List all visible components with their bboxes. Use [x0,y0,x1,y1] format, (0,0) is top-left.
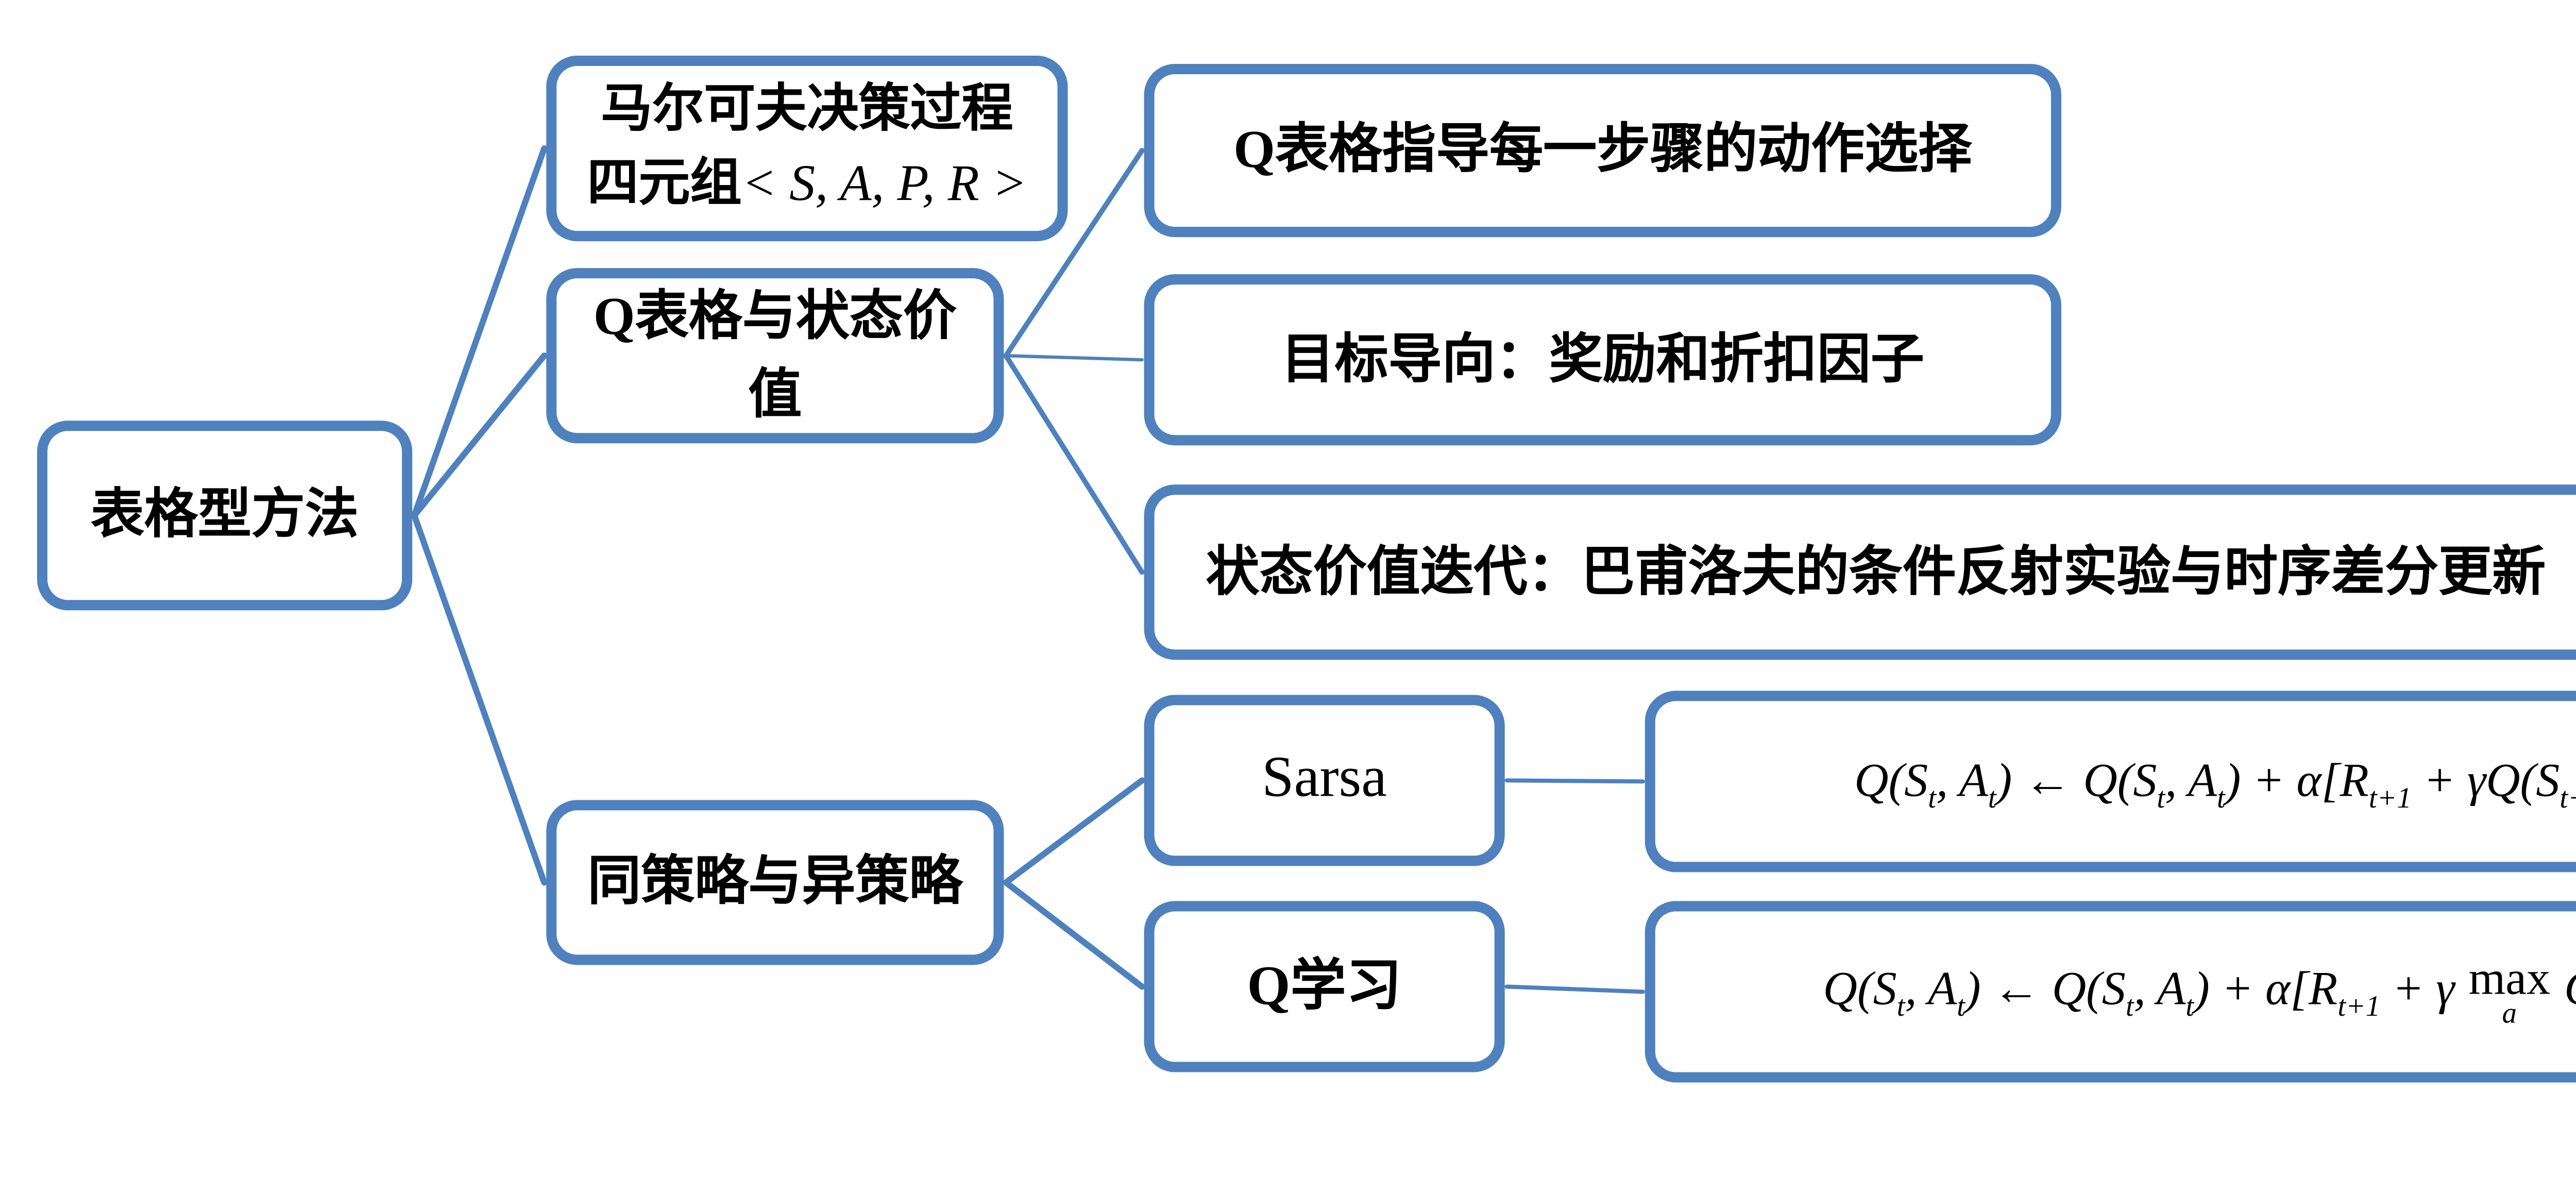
node-policy[interactable]: 同策略与异策略 [546,800,1004,965]
connector-line-qlearn-qlearnF [1504,984,1645,994]
connector-line-sarsa-sarsaF [1504,778,1645,784]
node-mdp[interactable]: 马尔可夫决策过程四元组< S, A, P, R > [546,56,1068,242]
node-r2[interactable]: 目标导向：奖励和折扣因子 [1144,274,2061,446]
label-text-segment: Sarsa [1262,747,1387,811]
node-label: Q表格与状态价值 [577,278,973,433]
connector-line-root-policy [411,512,548,886]
node-label: Q表格指导每一步骤的动作选择 [1233,112,1972,190]
connector-line-root-qtable [411,352,548,519]
label-text-segment: Q表格与状态价值 [593,286,957,424]
label-text-segment: 状态价值迭代：巴甫洛夫的条件反射实验与时序差分更新 [1206,541,2546,601]
label-text-segment: 目标导向：奖励和折扣因子 [1281,329,1924,389]
node-label: 表格型方法 [91,477,359,555]
connector-line-policy-qlearn [1003,879,1145,990]
connector-line-qtable-r1 [1003,148,1145,359]
node-root[interactable]: 表格型方法 [37,421,413,611]
node-qtable[interactable]: Q表格与状态价值 [546,268,1004,444]
node-label: 状态价值迭代：巴甫洛夫的条件反射实验与时序差分更新 [1206,533,2546,611]
connector-line-policy-sarsa [1003,777,1145,886]
connector-line-root-mdp [411,145,548,519]
node-sarsa[interactable]: Sarsa [1144,695,1505,866]
connector-line-qtable-r2 [1004,354,1144,362]
label-text-segment: Q学习 [1247,954,1402,1017]
node-label: Q学习 [1247,946,1402,1027]
node-label: 同策略与异策略 [587,844,962,921]
node-r1[interactable]: Q表格指导每一步骤的动作选择 [1144,64,2061,238]
node-qlearn[interactable]: Q学习 [1144,901,1505,1072]
connector-line-qtable-r3 [1003,353,1145,575]
node-r3[interactable]: 状态价值迭代：巴甫洛夫的条件反射实验与时序差分更新 [1144,484,2576,660]
label-text-segment: 同策略与异策略 [587,852,963,912]
node-label: Q(St, At) ← Q(St, At) + α[Rt+1 + γQ(St+1… [1854,747,2576,816]
label-math-segment: < S, A, P, R > [741,157,1027,213]
label-math-segment: Q(St, At) ← Q(St, At) + α[Rt+1 + γQ(St+1… [1854,755,2576,817]
label-text-segment: Q表格指导每一步骤的动作选择 [1233,120,1972,180]
node-sarsaF[interactable]: Q(St, At) ← Q(St, At) + α[Rt+1 + γQ(St+1… [1645,691,2576,872]
node-label: Sarsa [1262,738,1387,822]
label-text-segment: 马尔可夫决策过程四元组 [587,82,1013,213]
node-label: 马尔可夫决策过程四元组< S, A, P, R > [577,74,1037,223]
node-label: 目标导向：奖励和折扣因子 [1281,321,1924,399]
label-text-segment: 表格型方法 [90,484,359,545]
